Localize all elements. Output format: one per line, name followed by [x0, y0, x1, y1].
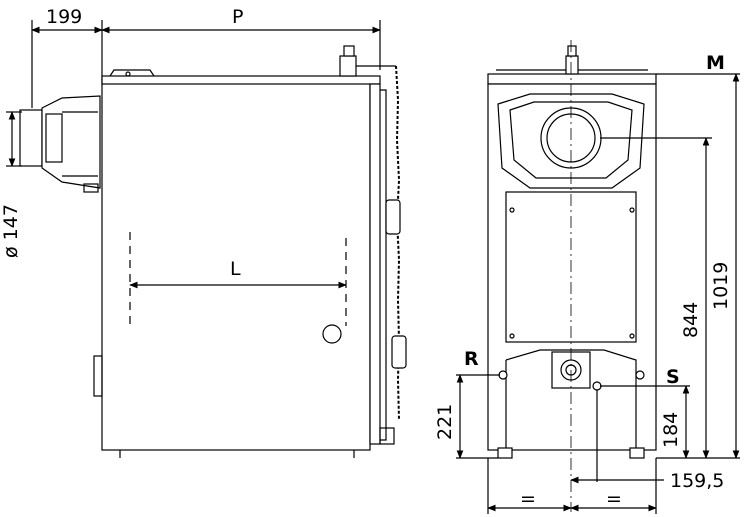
dim-844-label: 844 [680, 301, 702, 338]
side-view [6, 20, 407, 458]
dim-221-label: 221 [434, 403, 456, 440]
dim-P-label: P [232, 6, 244, 28]
dim-184-label: 184 [660, 411, 682, 448]
flue-outlet [19, 109, 43, 167]
dim-1019-label: 1019 [710, 261, 732, 310]
dim-R-label: R [464, 348, 479, 370]
boiler-body [101, 79, 371, 451]
dim-199-label: 199 [46, 6, 83, 28]
eq-right-label: = [606, 488, 622, 510]
inspection-port [322, 324, 342, 344]
connection-R [498, 370, 508, 380]
front-view [456, 40, 740, 514]
connection-S [592, 381, 602, 391]
dim-159-5-label: 159,5 [670, 470, 725, 492]
dim-S-label: S [666, 366, 680, 388]
dim-M-label: M [706, 52, 725, 74]
dim-L-label: L [230, 258, 241, 280]
eq-left-label: = [520, 488, 536, 510]
dim-diameter-label: ø 147 [0, 204, 22, 258]
